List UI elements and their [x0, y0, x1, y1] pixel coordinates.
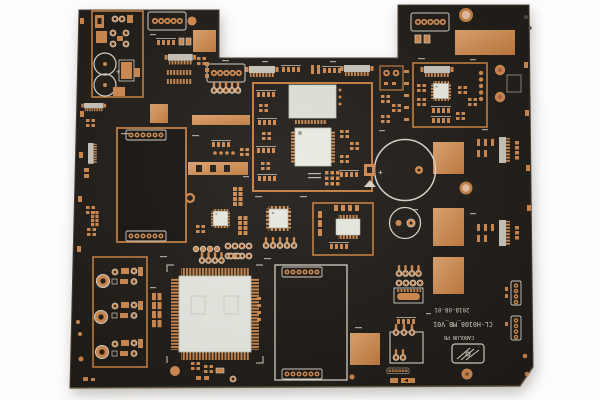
- photo-vignette: [70, 5, 533, 388]
- pcb-board: + +: [69, 4, 534, 389]
